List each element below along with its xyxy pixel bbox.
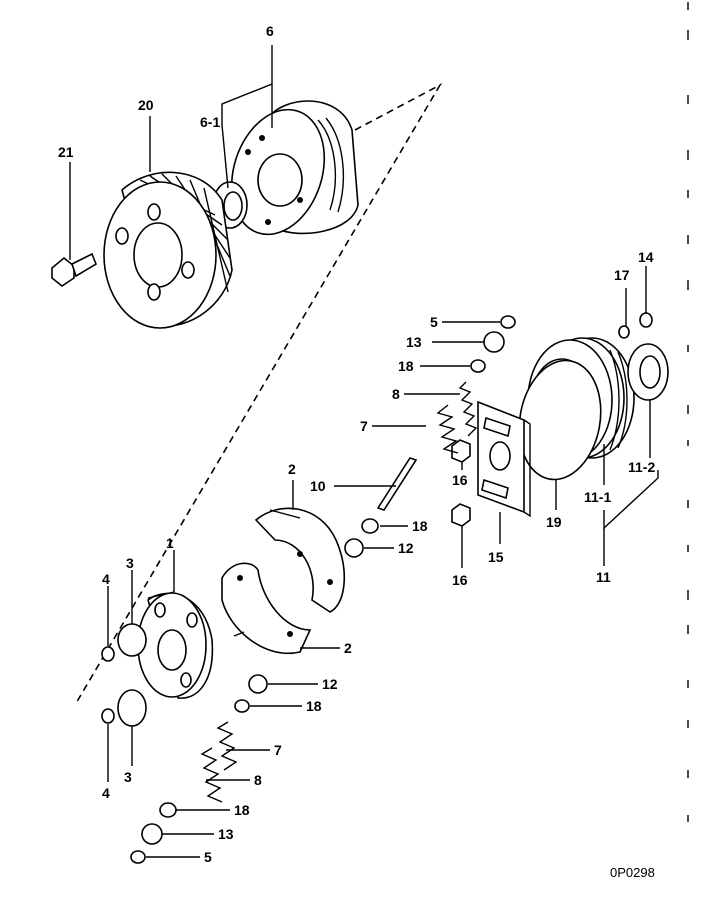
part-1-hub xyxy=(137,592,214,699)
label-11: 11 xyxy=(596,569,611,585)
label-6: 6 xyxy=(266,23,274,39)
part-5-ring-upper xyxy=(500,315,516,329)
part-17-washer xyxy=(618,325,630,339)
label-16-lower: 16 xyxy=(452,572,468,588)
part-21-bolt xyxy=(51,252,97,287)
label-7-lower: 7 xyxy=(274,742,282,758)
part-4-washer-lower xyxy=(101,708,115,724)
label-18-3: 18 xyxy=(306,698,322,714)
label-14: 14 xyxy=(638,249,654,265)
part-18-washer-4 xyxy=(159,802,177,818)
label-18-2: 18 xyxy=(412,518,428,534)
label-10: 10 xyxy=(310,478,326,494)
part-13-cap-lower xyxy=(141,823,163,845)
label-4-upper: 4 xyxy=(102,571,110,587)
label-18-4: 18 xyxy=(234,802,250,818)
part-5-ring-lower xyxy=(130,850,146,864)
drawing-code: 0P0298 xyxy=(610,865,655,880)
part-2-shoe-lower xyxy=(221,562,312,655)
label-21: 21 xyxy=(58,144,74,160)
label-8-upper: 8 xyxy=(392,386,400,402)
part-3-pad-lower xyxy=(117,689,147,727)
part-16-nut-lower xyxy=(451,503,471,527)
part-12-cap-lower xyxy=(248,674,268,694)
label-2-upper: 2 xyxy=(288,461,296,477)
label-7-upper: 7 xyxy=(360,418,368,434)
part-11-2-seal xyxy=(627,343,669,401)
part-13-cap-upper xyxy=(483,331,505,353)
part-19-cover xyxy=(518,359,602,481)
part-4-washer-upper xyxy=(101,646,115,662)
label-17: 17 xyxy=(614,267,630,283)
label-15: 15 xyxy=(488,549,504,565)
label-5-lower: 5 xyxy=(204,849,212,865)
part-16-nut-upper xyxy=(451,439,471,463)
label-11-1: 11-1 xyxy=(584,489,611,505)
part-2-shoe-upper xyxy=(254,507,346,613)
leader-lines xyxy=(69,45,659,858)
label-5-upper: 5 xyxy=(430,314,438,330)
label-1: 1 xyxy=(166,535,174,551)
label-16-upper: 16 xyxy=(452,472,468,488)
label-4-lower: 4 xyxy=(102,785,110,801)
part-10-rod xyxy=(376,457,418,511)
dashed-assembly-outline xyxy=(74,82,443,706)
label-13-lower: 13 xyxy=(218,826,234,842)
label-2-lower: 2 xyxy=(344,640,352,656)
part-12-cap-upper xyxy=(344,538,364,558)
part-3-pad-upper xyxy=(117,623,147,657)
label-12-lower: 12 xyxy=(322,676,338,692)
label-3-upper: 3 xyxy=(126,555,134,571)
part-7-spring-upper xyxy=(436,404,459,454)
part-8-spring-upper xyxy=(458,381,478,437)
label-8-lower: 8 xyxy=(254,772,262,788)
part-6-drum xyxy=(230,100,359,236)
label-11-2: 11-2 xyxy=(628,459,655,475)
label-19: 19 xyxy=(546,514,562,530)
part-20-gear xyxy=(103,171,233,329)
part-18-washer-1 xyxy=(470,359,486,373)
label-12-upper: 12 xyxy=(398,540,414,556)
part-7-spring-lower xyxy=(216,721,238,771)
part-14-screw xyxy=(639,312,653,328)
part-15-plate xyxy=(477,400,531,518)
part-8-spring-lower xyxy=(200,747,223,803)
label-3-lower: 3 xyxy=(124,769,132,785)
label-13-upper: 13 xyxy=(406,334,422,350)
part-labels: 6 6-1 20 21 5 13 18 8 7 10 18 12 2 16 16… xyxy=(58,23,655,880)
label-20: 20 xyxy=(138,97,154,113)
part-18-washer-2 xyxy=(361,518,379,534)
label-6-1: 6-1 xyxy=(200,114,220,130)
part-18-washer-3 xyxy=(234,699,250,713)
label-18-1: 18 xyxy=(398,358,414,374)
